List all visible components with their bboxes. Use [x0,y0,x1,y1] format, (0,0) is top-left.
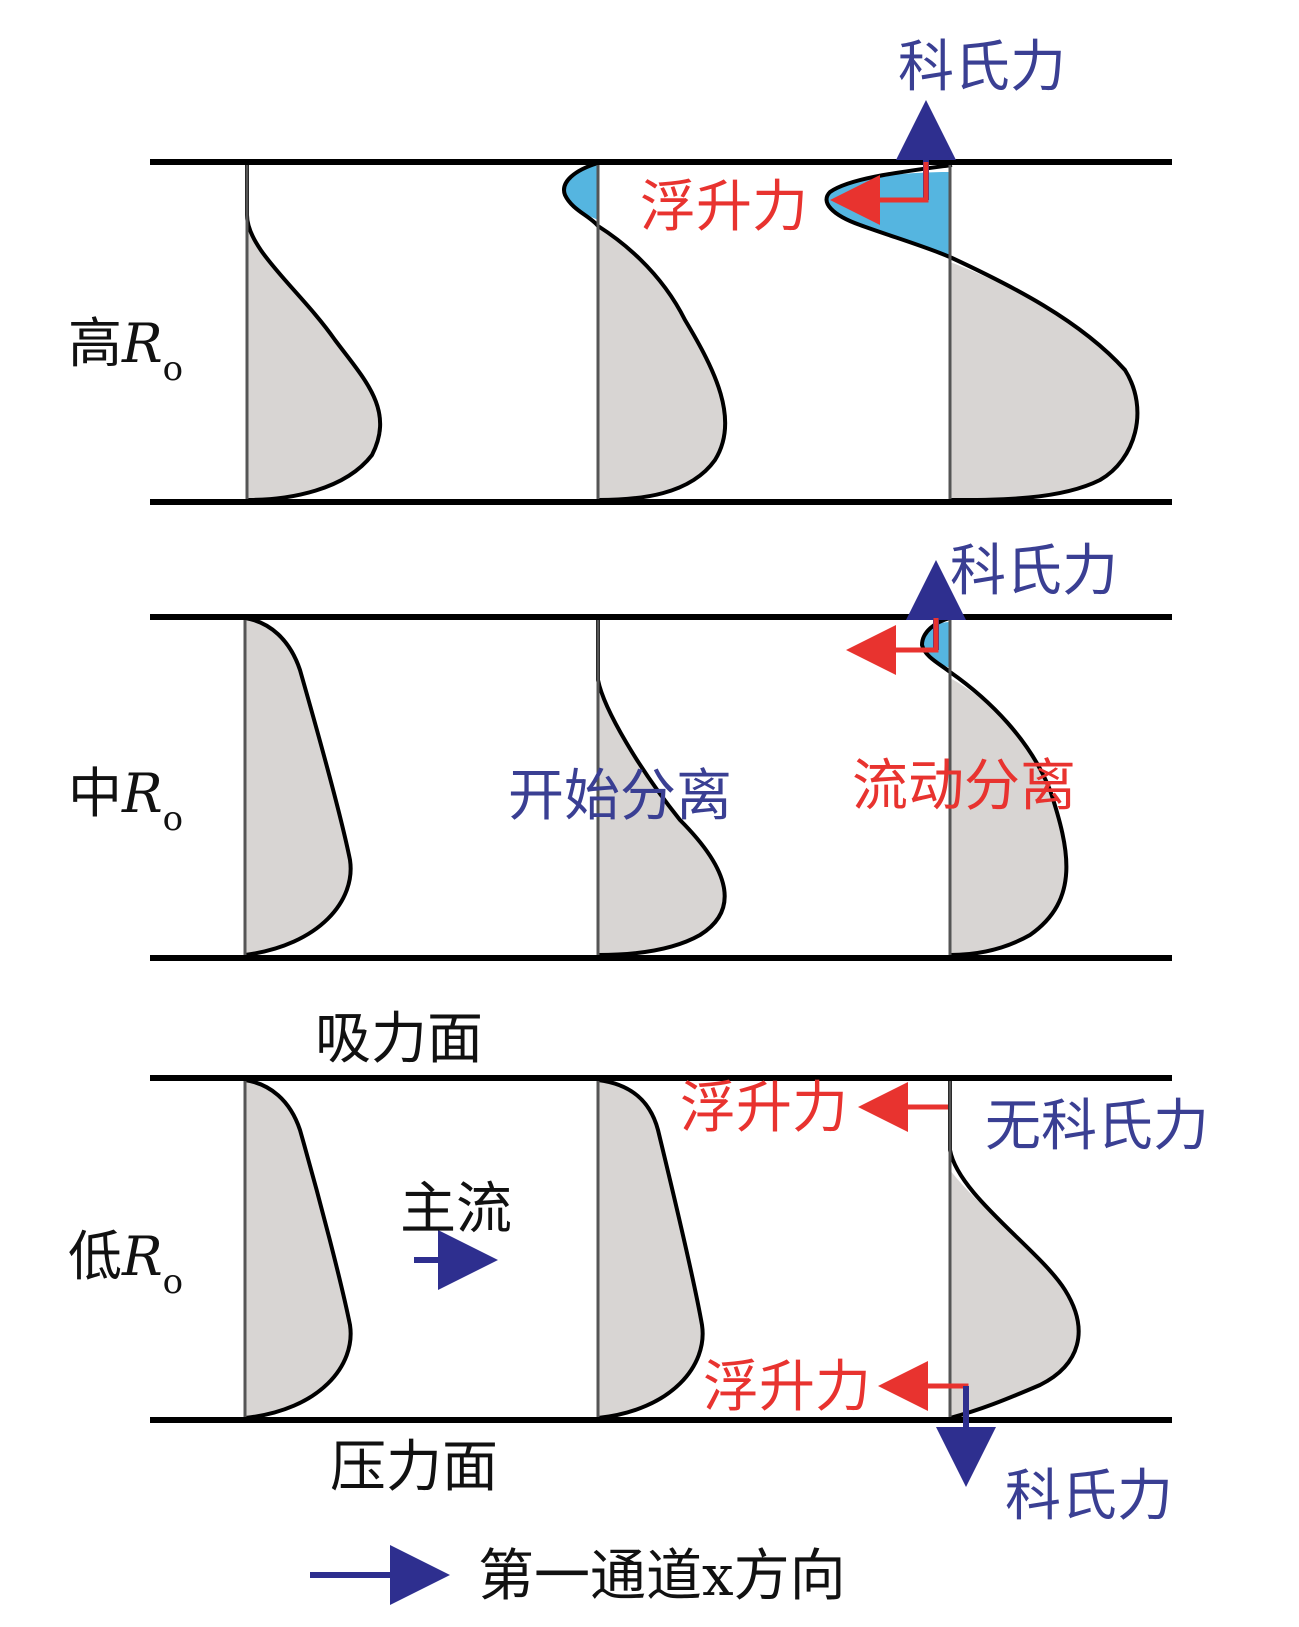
coriolis-label: 科氏力 [950,539,1118,604]
velocity-profile [950,678,1067,955]
buoyancy-arrow [846,618,939,675]
velocity-profile-outline [597,1078,705,1420]
row-label-high-ro: 高Ro [68,312,183,389]
coriolis-label: 科氏力 [898,35,1066,100]
reverse-flow-region [564,165,598,220]
separation-start-label: 开始分离 [508,764,732,829]
velocity-profile [598,228,726,500]
flow-separation-label: 流动分离 [852,754,1076,819]
velocity-profile [598,690,725,955]
velocity-profile-outline [919,616,1069,957]
main-flow-label: 主流 [400,1177,512,1242]
velocity-profile-outline [245,165,383,502]
velocity-profile [950,262,1138,500]
velocity-profile [245,618,351,955]
legend-text: 第一通道x方向 [478,1544,846,1609]
velocity-profile-outline [596,618,727,957]
velocity-profile-outline [948,1080,1081,1420]
buoyancy-label: 浮升力 [640,175,808,240]
panel-mid-ro: 中Ro 科氏力 开始分离 流动分离 [68,539,1172,961]
velocity-profile-outline [244,616,353,957]
suction-surface-label: 吸力面 [315,1007,483,1072]
velocity-profile [598,1080,703,1418]
velocity-profile-outline [244,1078,353,1420]
panel-low-ro: 低Ro 吸力面 压力面 主流 浮升力 无科氏力 浮升力 科氏力 [68,1007,1209,1529]
coriolis-label: 科氏力 [1005,1464,1173,1529]
velocity-profile [950,1170,1079,1418]
panel-high-ro: 高Ro 科氏力 浮升力 [68,35,1172,505]
buoyancy-arrow-bottom [878,1361,969,1411]
velocity-profile [247,165,381,500]
pressure-surface-label: 压力面 [330,1435,498,1500]
velocity-profile-outline [562,161,728,502]
no-coriolis-label: 无科氏力 [985,1094,1209,1159]
buoyancy-arrow [830,162,929,225]
row-label-low-ro: 低Ro [68,1225,183,1302]
buoyancy-label-top: 浮升力 [680,1076,848,1141]
row-label-mid-ro: 中Ro [68,762,183,839]
legend: 第一通道x方向 [310,1544,846,1609]
velocity-profile [245,1080,351,1418]
buoyancy-label-bottom: 浮升力 [703,1355,871,1420]
